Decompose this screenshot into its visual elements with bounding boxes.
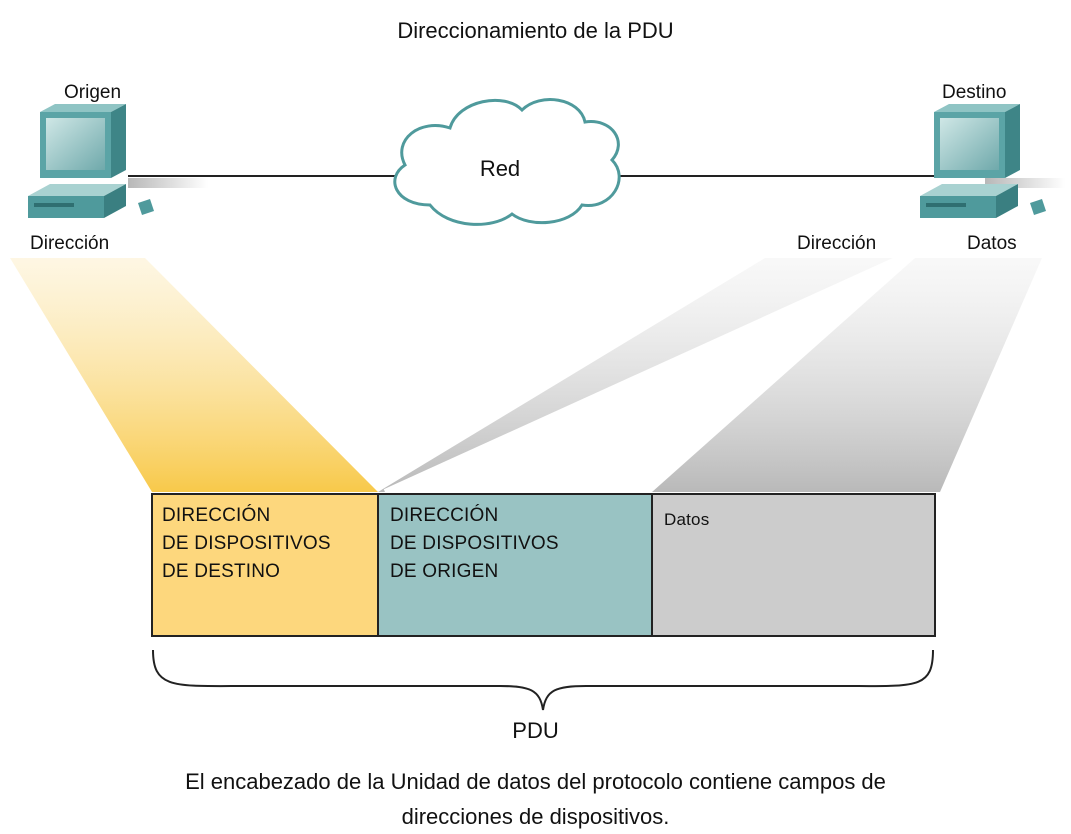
pdu-label: PDU bbox=[512, 718, 559, 743]
pdu-field-data-text: Datos bbox=[664, 506, 709, 534]
beam-destination-address bbox=[10, 258, 378, 492]
field-line: DE DESTINO bbox=[162, 561, 281, 582]
source-label: Origen bbox=[64, 82, 122, 103]
destination-label: Destino bbox=[942, 82, 1007, 103]
field-line: DIRECCIÓN bbox=[390, 505, 499, 526]
field-line: DIRECCIÓN bbox=[162, 505, 271, 526]
field-line: DE ORIGEN bbox=[390, 561, 499, 582]
destination-data-label: Datos bbox=[967, 233, 1017, 254]
field-line: DE DISPOSITIVOS bbox=[390, 533, 559, 554]
source-computer-icon bbox=[28, 104, 154, 218]
field-line: DE DISPOSITIVOS bbox=[162, 533, 331, 554]
pdu-brace bbox=[152, 649, 934, 711]
caption-line: El encabezado de la Unidad de datos del … bbox=[185, 769, 886, 794]
caption-line: direcciones de dispositivos. bbox=[401, 804, 670, 829]
caption: El encabezado de la Unidad de datos del … bbox=[0, 764, 1071, 834]
source-address-label: Dirección bbox=[30, 233, 110, 254]
destination-address-label: Dirección bbox=[797, 233, 877, 254]
pdu-field-data bbox=[651, 493, 936, 637]
pdu-field-destination-address bbox=[151, 493, 379, 637]
beam-data bbox=[652, 258, 1042, 492]
field-line: Datos bbox=[664, 510, 710, 529]
network-label: Red bbox=[479, 156, 521, 181]
network-cloud-icon bbox=[393, 98, 621, 226]
destination-computer-icon bbox=[920, 104, 1046, 218]
diagram-title: Direccionamiento de la PDU bbox=[397, 18, 674, 43]
pdu-field-destination-text: DIRECCIÓN DE DISPOSITIVOS DE DESTINO bbox=[162, 502, 331, 586]
pdu-field-source-text: DIRECCIÓN DE DISPOSITIVOS DE ORIGEN bbox=[390, 502, 559, 586]
pdu-field-source-address bbox=[377, 493, 653, 637]
